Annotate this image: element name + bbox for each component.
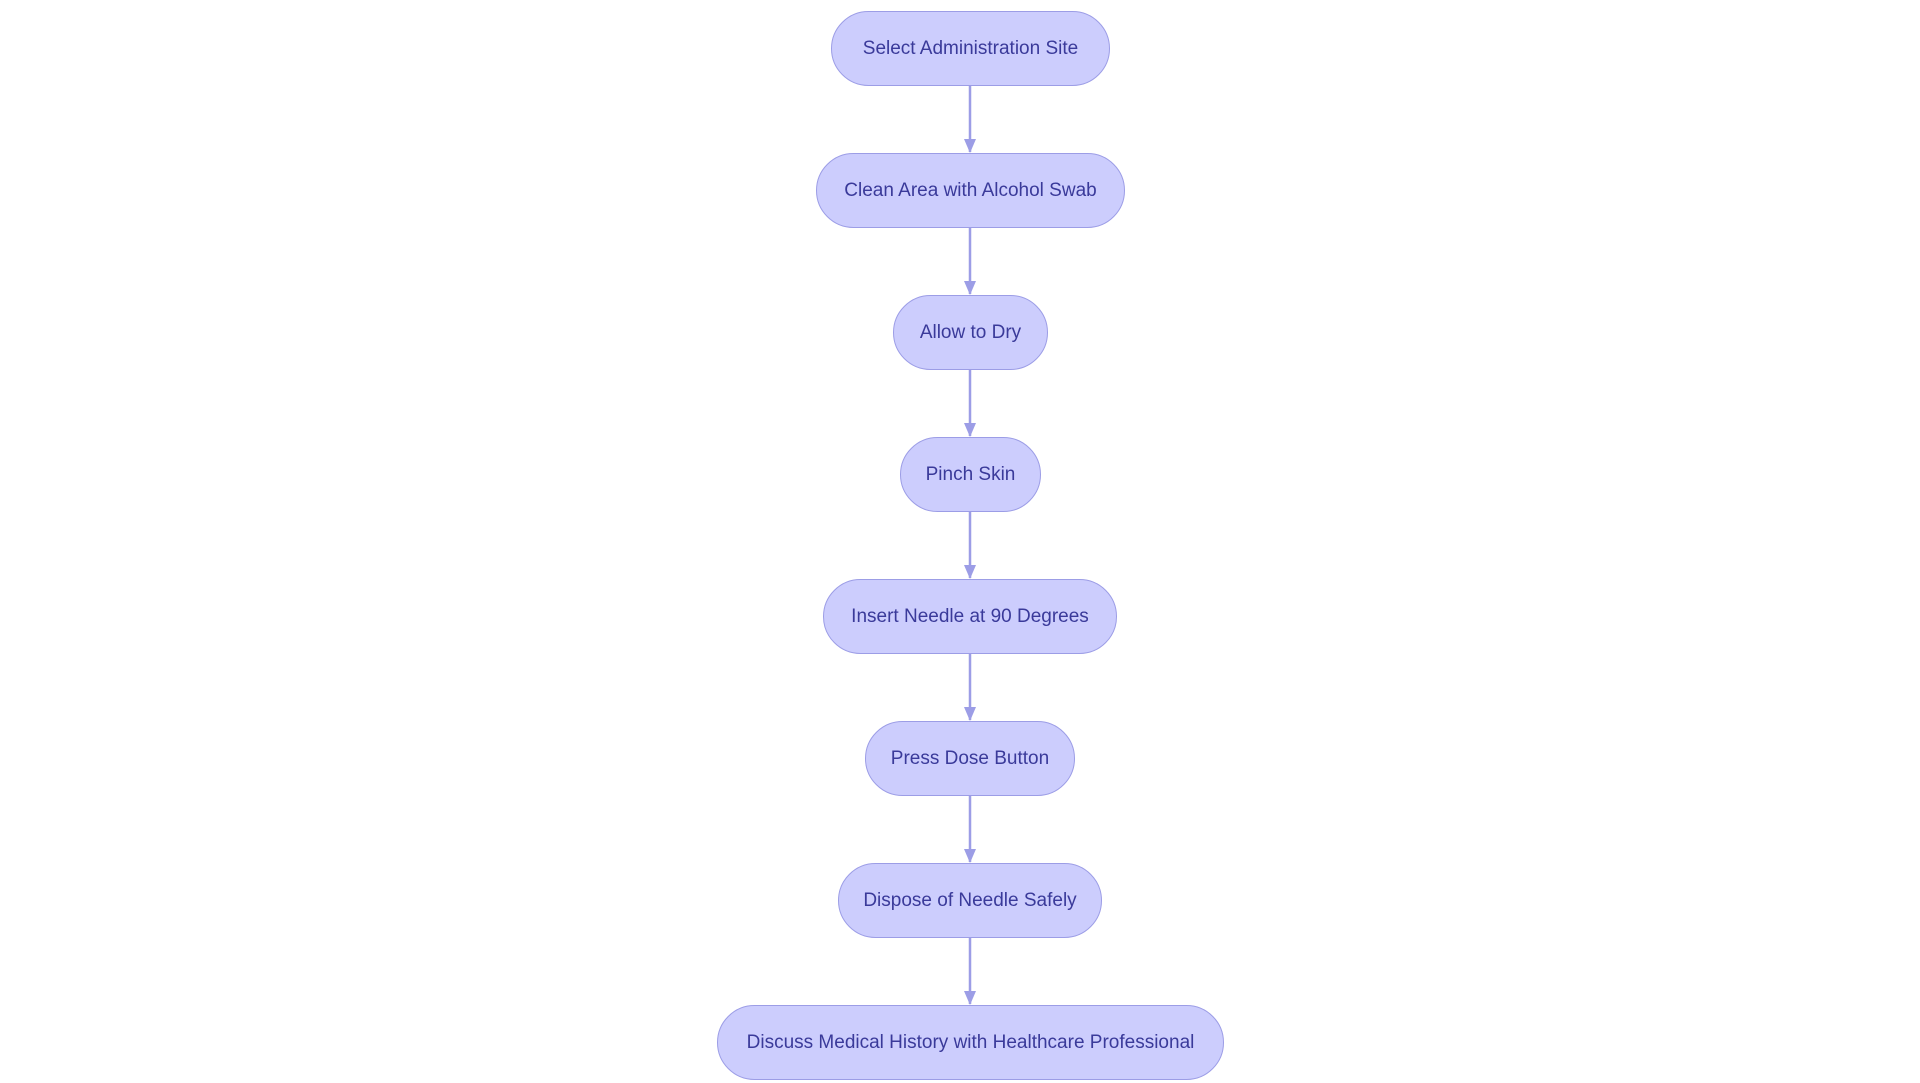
node-clean-area-with-alcohol-swab: Clean Area with Alcohol Swab [816, 153, 1125, 228]
node-label: Press Dose Button [890, 747, 1050, 769]
node-label: Clean Area with Alcohol Swab [844, 179, 1097, 201]
node-dispose-of-needle-safely: Dispose of Needle Safely [838, 863, 1102, 938]
node-label: Insert Needle at 90 Degrees [851, 605, 1089, 627]
node-label: Pinch Skin [925, 463, 1016, 485]
node-label: Select Administration Site [862, 37, 1079, 59]
node-select-administration-site: Select Administration Site [831, 11, 1110, 86]
node-discuss-medical-history: Discuss Medical History with Healthcare … [717, 1005, 1224, 1080]
node-pinch-skin: Pinch Skin [900, 437, 1041, 512]
node-allow-to-dry: Allow to Dry [893, 295, 1048, 370]
node-label: Allow to Dry [919, 321, 1022, 343]
node-label: Dispose of Needle Safely [863, 889, 1077, 911]
node-insert-needle-at-90-degrees: Insert Needle at 90 Degrees [823, 579, 1117, 654]
node-label: Discuss Medical History with Healthcare … [746, 1031, 1195, 1053]
node-press-dose-button: Press Dose Button [865, 721, 1075, 796]
